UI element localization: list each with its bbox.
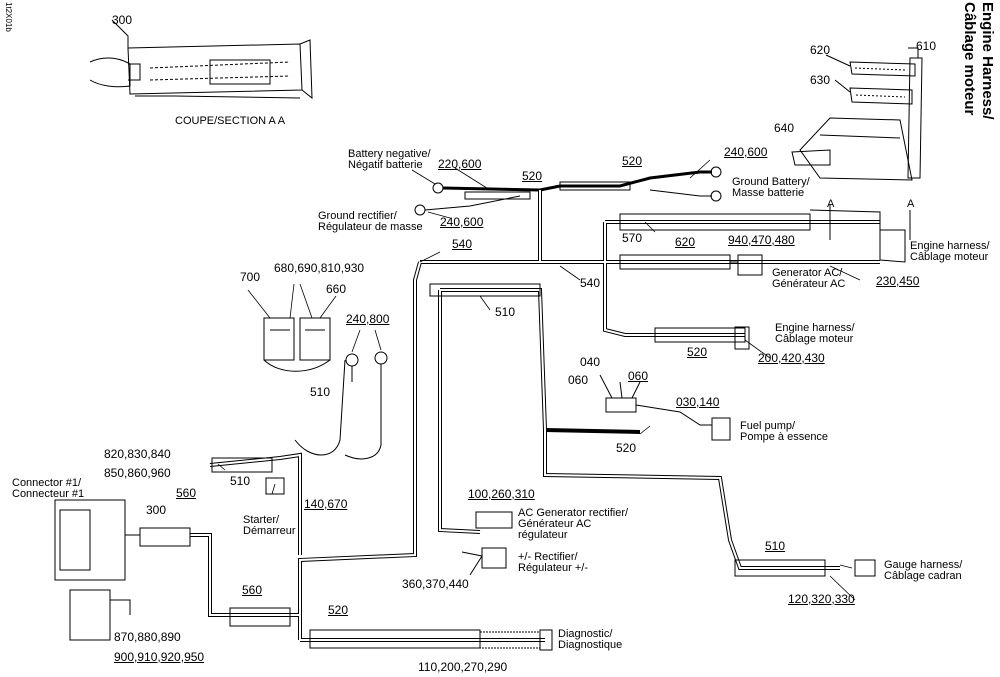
callout-610: 610 (916, 39, 937, 53)
battery-negative-label-fr: Négatif batterie (348, 159, 423, 171)
callout-940-470-480: 940,470,480 (728, 233, 795, 247)
diagnostic-label-en: Diagnostic/ (558, 628, 613, 640)
diagnostic-connector (479, 629, 553, 651)
ground-battery-label-fr: Masse batterie (732, 187, 805, 199)
ac-generator-rectifier-label-en: AC Generator rectifier/ (518, 507, 629, 519)
generator-ac-label-fr: Générateur AC (772, 278, 846, 290)
relay-assembly (263, 317, 388, 460)
ground-rectifier-label-fr: Régulateur de masse (318, 221, 423, 233)
callout-510-trunk: 510 (495, 305, 516, 319)
ground-rectifier-label-en: Ground rectifier/ (318, 210, 397, 222)
rectifier-connectors (461, 511, 513, 576)
callout-110-200-270-290: 110,200,270,290 (418, 660, 508, 674)
callout-240-600-ground: 240,600 (724, 145, 768, 159)
section-aa-illustration (89, 19, 313, 100)
callout-510-gauge: 510 (765, 539, 786, 553)
diagnostic-label-fr: Diagnostique (558, 639, 623, 651)
ground-battery-label-en: Ground Battery/ (732, 176, 810, 188)
ac-generator-rectifier-label-fr2: régulateur (518, 529, 568, 541)
engine-harness-b-label-en: Engine harness/ (775, 322, 855, 334)
connector-1-label-en: Connector #1/ (12, 477, 82, 489)
callout-560-connector: 560 (176, 486, 197, 500)
section-marker-a-left: A (827, 198, 835, 210)
fuel-pump-label-fr: Pompe à essence (740, 431, 829, 443)
callout-510-relay: 510 (310, 385, 331, 399)
engine-harness-connector-b (734, 326, 750, 350)
callout-660: 660 (326, 282, 347, 296)
callout-040: 040 (580, 355, 601, 369)
fuel-pump-assembly (599, 374, 731, 441)
callout-520-lower: 520 (328, 603, 349, 617)
callout-640: 640 (774, 121, 795, 135)
generator-ac-connector (730, 254, 763, 276)
callout-200-420-430: 200,420,430 (758, 351, 825, 365)
section-marker-a-right: A (907, 198, 915, 210)
callout-030-140: 030,140 (676, 395, 720, 409)
callout-120-320-330: 120,320,330 (788, 592, 855, 606)
section-label: COUPE/SECTION A A (175, 115, 286, 127)
callout-820-830-840: 820,830,840 (104, 447, 171, 461)
callout-300-section: 300 (112, 13, 133, 27)
callout-630: 630 (810, 73, 831, 87)
callout-520-battery: 520 (522, 169, 543, 183)
battery-negative-label-en: Battery negative/ (348, 148, 431, 160)
battery-lead (414, 166, 722, 216)
engine-harness-connector-a (809, 205, 911, 263)
gauge-harness-label-en: Gauge harness/ (884, 559, 963, 571)
callout-510-starter: 510 (230, 474, 251, 488)
callout-360-370-440: 360,370,440 (402, 577, 469, 591)
callout-240-600-rectifier: 240,600 (440, 215, 484, 229)
engine-harness-b-label-fr: Câblage moteur (775, 333, 854, 345)
callout-570: 570 (622, 231, 643, 245)
engine-harness-a-label-en: Engine harness/ (910, 240, 990, 252)
generator-ac-label-en: Generator AC/ (772, 267, 843, 279)
callout-900-910-920-950: 900,910,920,950 (114, 650, 205, 664)
callout-140-670: 140,670 (304, 497, 348, 511)
callout-700: 700 (240, 270, 261, 284)
callout-520-ground: 520 (622, 154, 643, 168)
gauge-harness-label-fr: Câblage cadran (884, 570, 962, 582)
callout-220-600: 220,600 (438, 157, 482, 171)
leader-lines (217, 159, 861, 601)
connector-1-block (54, 499, 140, 641)
starter-label-fr: Démarreur (243, 525, 296, 537)
callout-240-800: 240,800 (346, 312, 390, 326)
fuel-pump-label-en: Fuel pump/ (740, 420, 796, 432)
callout-300-connector: 300 (146, 503, 167, 517)
connector-1-label-fr: Connecteur #1 (12, 488, 85, 500)
rectifier-label-en: +/- Rectifier/ (518, 551, 578, 563)
callout-620-harness: 620 (675, 235, 696, 249)
callout-680-690-810-930: 680,690,810,930 (274, 261, 365, 275)
callout-540-top: 540 (452, 237, 473, 251)
callout-870-880-890: 870,880,890 (114, 630, 181, 644)
gauge-connector (854, 559, 876, 577)
ac-generator-rectifier-label-fr1: Générateur AC (518, 518, 592, 530)
callout-540-right: 540 (580, 276, 601, 290)
callout-100-260-310: 100,260,310 (468, 487, 535, 501)
callout-850-860-960: 850,860,960 (104, 466, 171, 480)
callout-520-fuel: 520 (616, 441, 637, 455)
connector-610-640-illustration (791, 47, 923, 181)
engine-harness-a-label-fr: Câblage moteur (910, 251, 989, 263)
callout-060-right: 060 (628, 369, 649, 383)
callout-060-left: 060 (568, 373, 589, 387)
starter-connector (265, 477, 285, 495)
callout-520-harness-b: 520 (687, 345, 708, 359)
callout-560-lower: 560 (242, 583, 263, 597)
callout-620-top: 620 (810, 43, 831, 57)
rectifier-label-fr: Régulateur +/- (518, 562, 589, 574)
starter-label-en: Starter/ (243, 514, 280, 526)
callout-230-450: 230,450 (876, 274, 920, 288)
